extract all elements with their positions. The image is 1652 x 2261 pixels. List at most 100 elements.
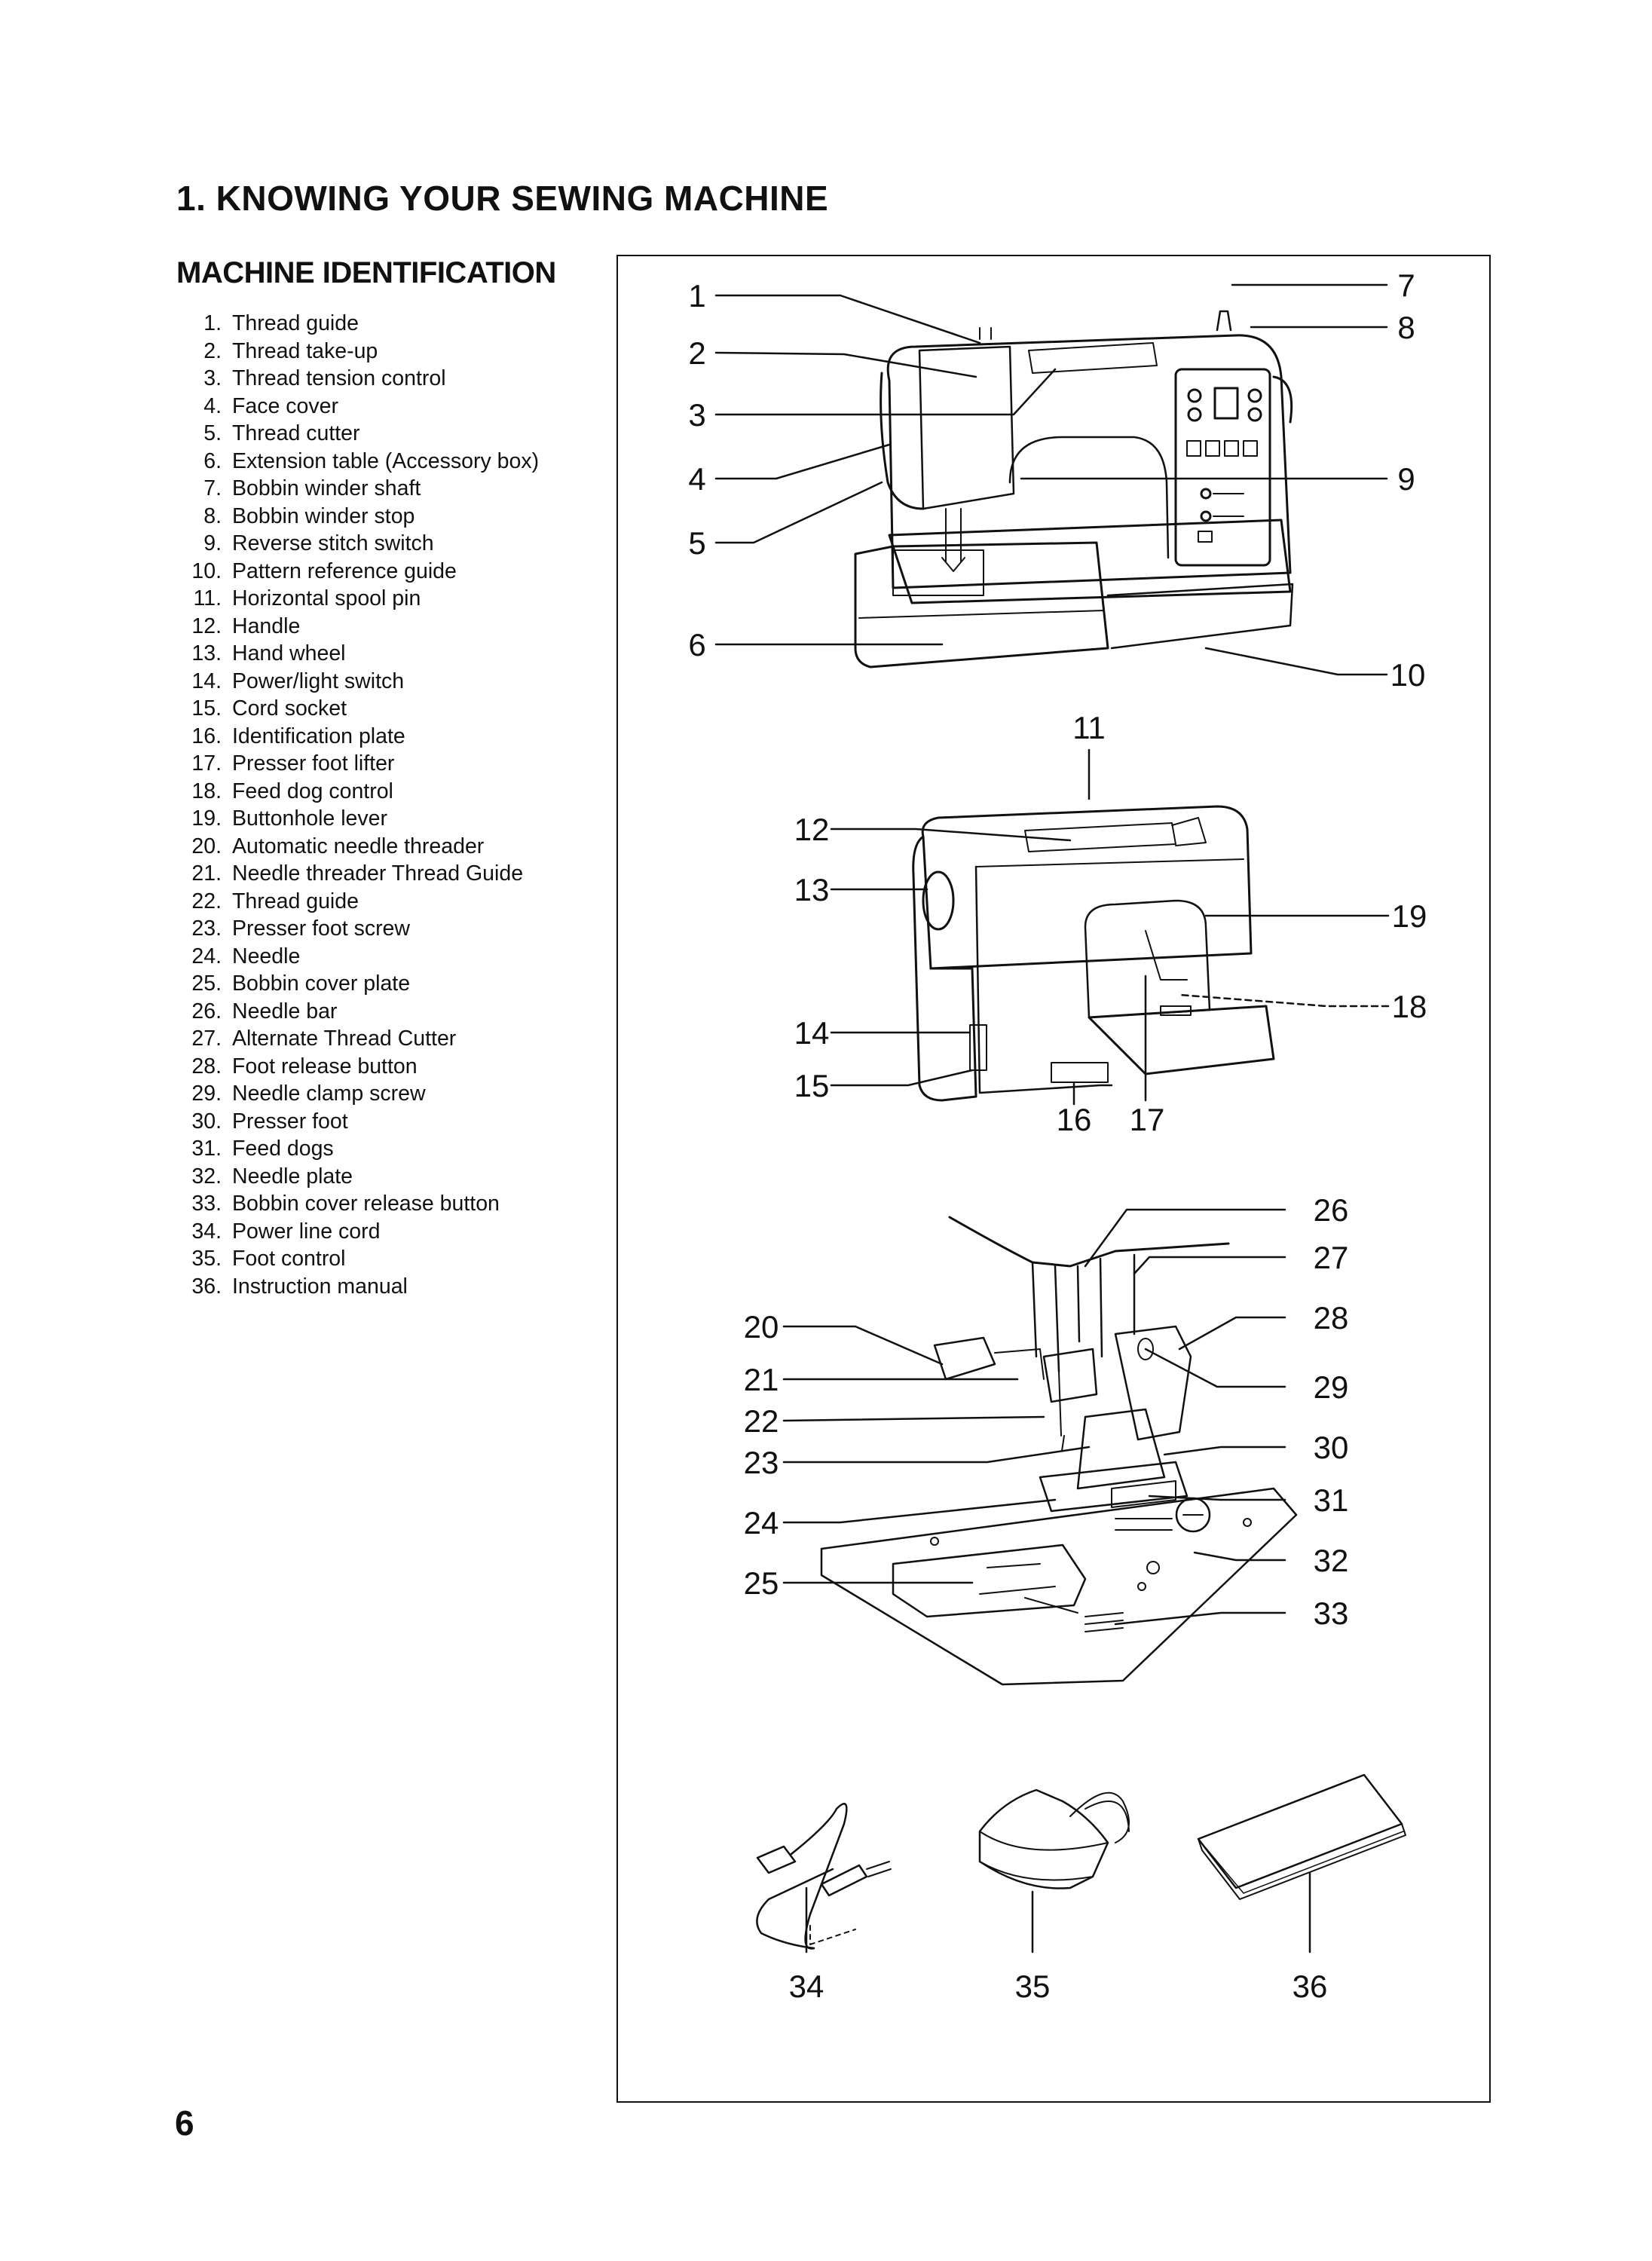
parts-list-item: 29.Needle clamp screw <box>176 1080 539 1108</box>
callout-27: 27 <box>1314 1240 1349 1275</box>
callout-21: 21 <box>744 1362 779 1397</box>
parts-list-item: 3.Thread tension control <box>176 365 539 393</box>
part-label: Automatic needle threader <box>232 834 485 858</box>
part-label: Foot release button <box>232 1054 418 1078</box>
callout-35: 35 <box>1015 1969 1051 2004</box>
part-number: 13. <box>191 641 222 665</box>
part-label: Alternate Thread Cutter <box>232 1026 457 1051</box>
parts-list-item: 28.Foot release button <box>176 1053 539 1081</box>
callout-6: 6 <box>688 627 705 662</box>
part-label: Foot control <box>232 1247 346 1271</box>
parts-list-item: 21. Needle threader Thread Guide <box>176 860 539 888</box>
part-number: 22. <box>191 889 222 913</box>
part-number: 15. <box>191 696 222 721</box>
parts-list-item: 8. Bobbin winder stop <box>176 503 539 531</box>
parts-list-item: 34.Power line cord <box>176 1218 539 1246</box>
callout-5: 5 <box>688 525 705 561</box>
part-label: Thread guide <box>232 311 359 335</box>
callout-26: 26 <box>1314 1192 1349 1228</box>
callout-19: 19 <box>1392 898 1427 934</box>
part-label: Feed dogs <box>232 1137 334 1161</box>
part-label: Horizontal spool pin <box>232 586 421 610</box>
callout-34: 34 <box>789 1969 824 2004</box>
part-label: Needle <box>232 944 301 968</box>
part-label: Presser foot lifter <box>232 751 395 776</box>
parts-list-item: 12. Handle <box>176 613 539 641</box>
part-number: 3. <box>203 366 222 390</box>
parts-list-item: 33. Bobbin cover release button <box>176 1190 539 1218</box>
parts-list-item: 17. Presser foot lifter <box>176 750 539 778</box>
machine-front-view <box>854 310 1294 669</box>
parts-list-item: 36. Instruction manual <box>176 1273 539 1301</box>
part-label: Needle plate <box>232 1164 353 1189</box>
part-label: Presser foot <box>232 1109 348 1134</box>
part-label: Hand wheel <box>232 641 346 665</box>
callout-36: 36 <box>1293 1969 1328 2004</box>
part-number: 17. <box>191 751 222 776</box>
callout-29: 29 <box>1314 1369 1349 1405</box>
part-label: Reverse stitch switch <box>232 531 434 555</box>
callout-28: 28 <box>1314 1300 1349 1335</box>
power-line-cord-drawing <box>756 1803 892 1950</box>
parts-list-item: 11. Horizontal spool pin <box>176 585 539 613</box>
part-number: 9. <box>203 531 222 555</box>
part-number: 2. <box>203 338 222 363</box>
part-number: 36. <box>191 1274 222 1299</box>
part-number: 21. <box>191 861 222 886</box>
parts-list-item: 27.Alternate Thread Cutter <box>176 1025 539 1053</box>
page-title: 1. KNOWING YOUR SEWING MACHINE <box>176 179 829 218</box>
part-number: 4. <box>203 393 222 418</box>
part-label: Bobbin winder stop <box>232 503 415 528</box>
parts-list-item: 25.Bobbin cover plate <box>176 970 539 998</box>
parts-list-item: 5.Thread cutter <box>176 420 539 448</box>
parts-list-item: 6.Extension table (Accessory box) <box>176 448 539 476</box>
part-number: 12. <box>191 613 222 638</box>
part-label: Bobbin cover release button <box>232 1192 500 1216</box>
callout-7: 7 <box>1397 268 1415 303</box>
part-label: Presser foot screw <box>232 916 410 941</box>
part-label: Buttonhole lever <box>232 806 387 831</box>
part-number: 26. <box>191 999 222 1023</box>
parts-list-item: 22.Thread guide <box>176 888 539 916</box>
parts-list-item: 31. Feed dogs <box>176 1135 539 1163</box>
part-number: 7. <box>203 476 222 500</box>
part-label: Pattern reference guide <box>232 558 457 583</box>
parts-list-item: 7.Bobbin winder shaft <box>176 475 539 503</box>
parts-list-item: 19. Buttonhole lever <box>176 805 539 833</box>
part-label: Needle clamp screw <box>232 1082 426 1106</box>
part-number: 23. <box>191 916 222 941</box>
callout-9: 9 <box>1397 461 1415 497</box>
part-number: 8. <box>203 503 222 528</box>
callout-8: 8 <box>1397 310 1415 345</box>
parts-list-item: 4.Face cover <box>176 393 539 421</box>
part-number: 16. <box>191 724 222 748</box>
callout-31: 31 <box>1314 1482 1349 1518</box>
part-number: 11. <box>193 586 222 610</box>
part-number: 5. <box>203 421 222 445</box>
callout-33: 33 <box>1314 1596 1349 1631</box>
part-number: 33. <box>191 1192 222 1216</box>
part-label: Power/light switch <box>232 669 405 693</box>
callout-32: 32 <box>1314 1543 1349 1578</box>
callout-22: 22 <box>744 1403 779 1439</box>
callout-leader-lines <box>714 283 1390 1954</box>
part-number: 19. <box>191 806 222 831</box>
callout-20: 20 <box>744 1309 779 1345</box>
part-label: Thread take-up <box>232 338 378 363</box>
part-label: Handle <box>232 613 301 638</box>
parts-list: 1. Thread guide 2. Thread take-up 3.Thread… <box>176 310 539 1300</box>
part-label: Instruction manual <box>232 1274 408 1299</box>
part-number: 25. <box>191 971 222 996</box>
part-number: 31. <box>191 1137 222 1161</box>
part-label: Cord socket <box>232 696 347 721</box>
part-label: Needle bar <box>232 999 338 1023</box>
part-number: 34. <box>191 1219 222 1244</box>
part-number: 1. <box>203 311 222 335</box>
part-label: Needle threader Thread Guide <box>232 861 524 886</box>
part-number: 18. <box>191 779 222 803</box>
parts-list-item: 26. Needle bar <box>176 998 539 1026</box>
foot-control-drawing <box>978 1788 1130 1889</box>
parts-list-item: 23. Presser foot screw <box>176 915 539 943</box>
callout-24: 24 <box>744 1505 779 1540</box>
